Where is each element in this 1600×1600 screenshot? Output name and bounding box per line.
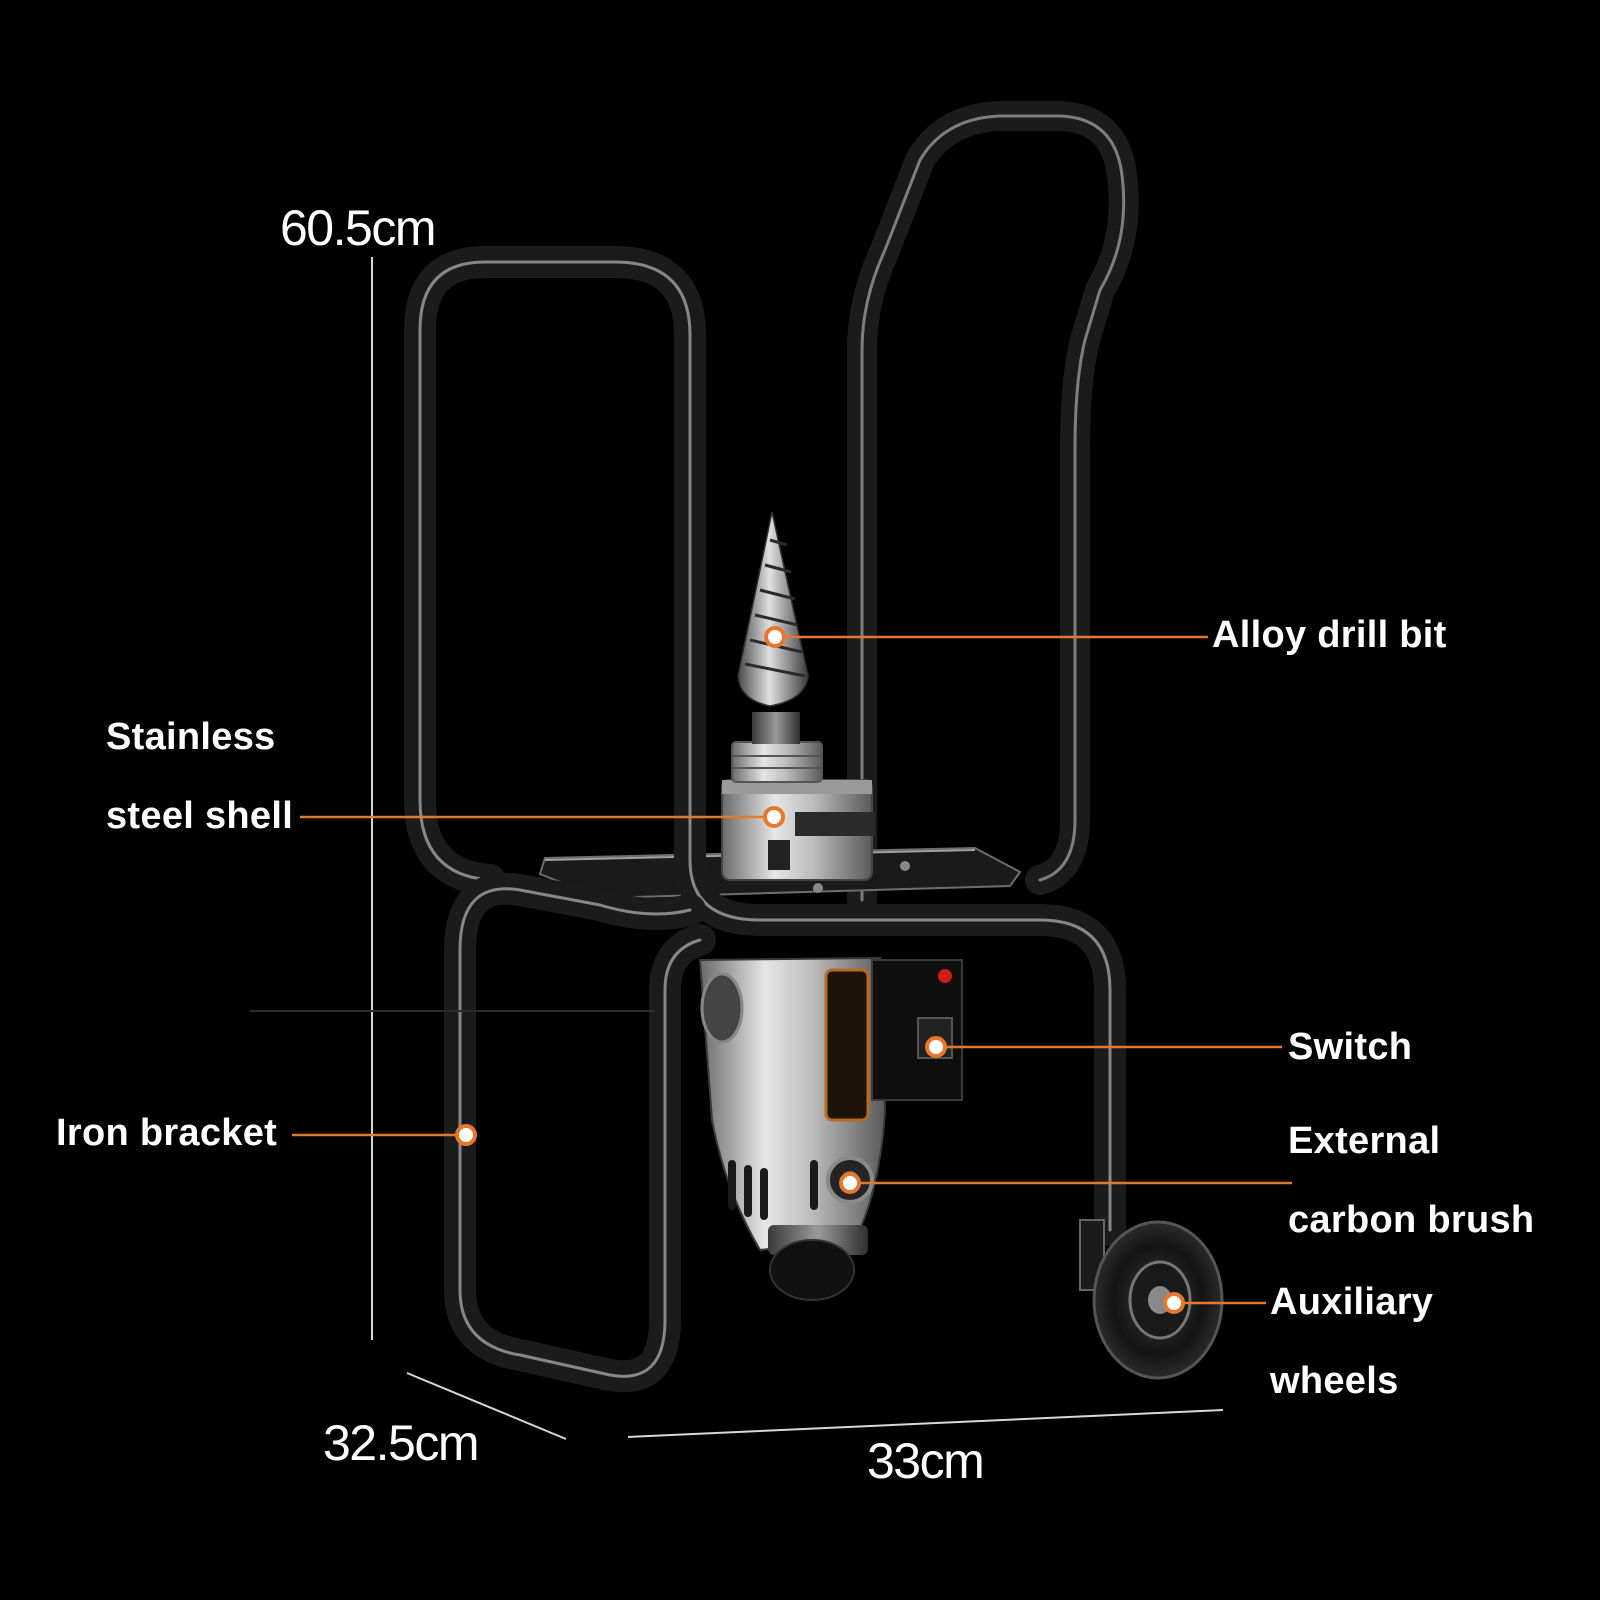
stainless-steel-shell-label-line1: Stainless: [106, 716, 276, 758]
callout-markers: [455, 626, 1185, 1314]
auxiliary-wheel: [1079, 1219, 1224, 1380]
depth-dimension-label: 32.5cm: [323, 1415, 479, 1471]
height-dimension-label: 60.5cm: [280, 200, 436, 256]
auxiliary-wheels-label-line2: wheels: [1270, 1360, 1399, 1402]
width-dimension-label: 33cm: [867, 1433, 985, 1489]
cone-drill-bit: [737, 511, 809, 707]
vent-slots: [728, 1160, 818, 1220]
dimension-lines: [371, 257, 1224, 1440]
switch-label: Switch: [1288, 1026, 1413, 1068]
front-frame-tube: [404, 246, 1126, 1393]
rear-frame-tube: [847, 101, 1139, 915]
motor-body: [698, 956, 963, 1301]
alloy-drill-bit-label: Alloy drill bit: [1212, 614, 1447, 656]
external-carbon-brush-label-line1: External: [1288, 1120, 1441, 1162]
iron-bracket-label: Iron bracket: [56, 1112, 278, 1154]
stainless-steel-shell-label-line2: steel shell: [106, 795, 294, 837]
auxiliary-wheels-label-line1: Auxiliary: [1270, 1281, 1434, 1323]
callout-leaders: [250, 635, 1292, 1305]
chuck: [731, 712, 823, 783]
external-carbon-brush-label-line2: carbon brush: [1288, 1199, 1535, 1241]
gearbox-housing: [721, 779, 875, 881]
